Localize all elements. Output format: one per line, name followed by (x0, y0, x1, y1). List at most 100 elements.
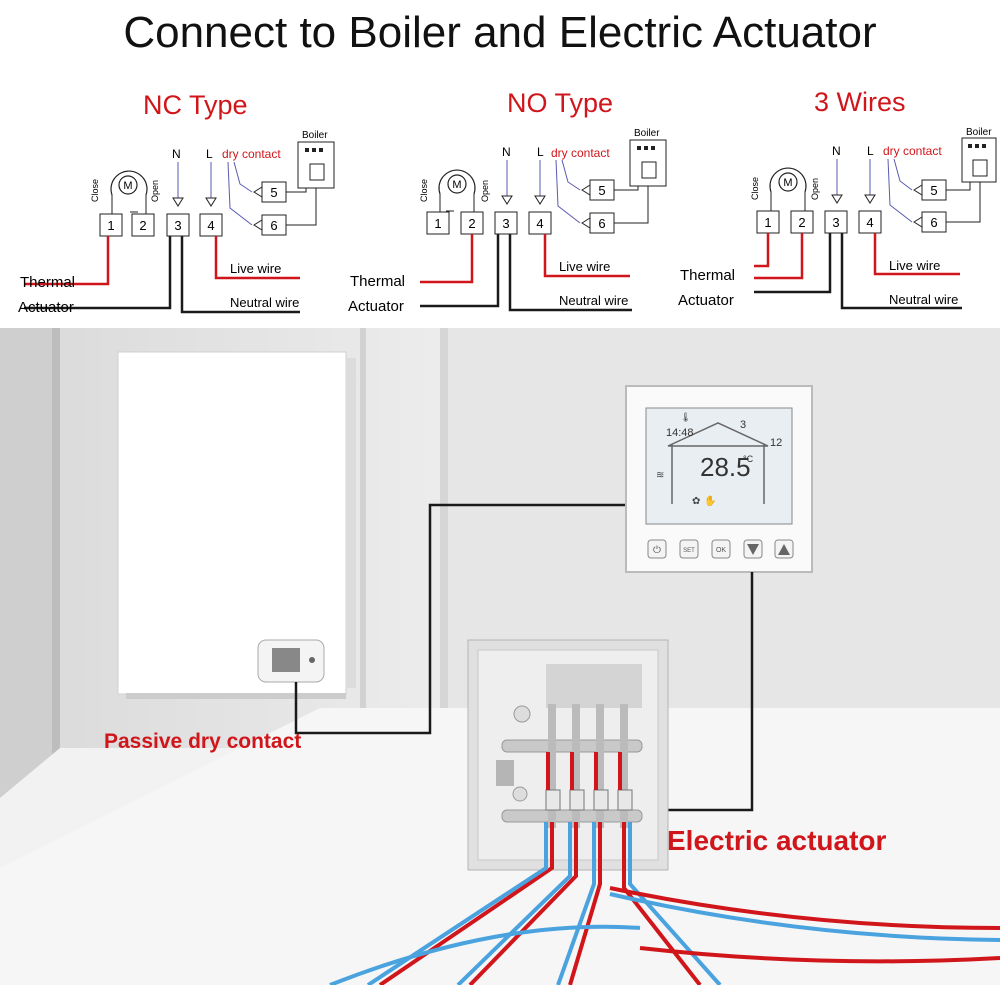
panel-title-3wires: 3 Wires (814, 87, 906, 117)
electric-actuator-callout: Electric actuator (667, 825, 887, 856)
boiler-label: Boiler (634, 128, 660, 139)
terminal-6: 6 (598, 216, 605, 231)
wifi-icon: ≋ (656, 470, 664, 481)
terminal-5: 5 (270, 185, 277, 200)
thermometer-icon: 🌡 (680, 412, 691, 422)
actuator-label: Actuator (18, 299, 74, 316)
nc-wiring-svg: M Close Open 1 2 3 4 N L dry contact B (18, 130, 335, 316)
dry-contact-wire (294, 503, 626, 735)
svg-text:⏻: ⏻ (653, 545, 661, 556)
open-label: Open (810, 178, 820, 200)
motor-symbol: M (110, 170, 148, 215)
panel-title-nc: NC Type (143, 90, 248, 120)
open-label: Open (480, 180, 490, 202)
thermal-label: Thermal (20, 274, 75, 291)
l-label: L (206, 147, 213, 161)
three-wires-svg: M Close Open 1 2 3 4 N L dry contact Boi… (678, 127, 997, 310)
actuator-label: Actuator (348, 298, 404, 315)
terminal-2: 2 (798, 215, 805, 230)
no-type-diagram: NO Type M Close Open 1 2 3 4 N L dry con… (340, 80, 670, 320)
dry-contact-label: dry contact (551, 146, 610, 160)
terminal-2: 2 (468, 216, 475, 231)
live-wire-label: Live wire (889, 258, 940, 273)
n-label: N (502, 145, 511, 159)
thermostat-screen (645, 407, 793, 525)
motor-symbol: M (769, 167, 807, 211)
motor-label: M (123, 180, 132, 192)
l-label: L (537, 145, 544, 159)
terminal-6: 6 (930, 215, 937, 230)
nc-type-diagram: NC Type M Close Open 1 2 3 4 N L (10, 80, 340, 320)
terminal-block: 1 2 3 4 (426, 211, 552, 235)
three-wires-diagram: 3 Wires M Close Open 1 2 3 4 N L dry con… (670, 80, 1000, 320)
boiler-label: Boiler (966, 127, 992, 138)
motor-label: M (452, 179, 461, 191)
no-wiring-svg: M Close Open 1 2 3 4 N L dry contact Boi… (348, 128, 667, 315)
set-button[interactable] (679, 539, 699, 559)
terminal-6: 6 (270, 218, 277, 233)
actuator-head (545, 789, 561, 811)
close-label: Close (419, 179, 429, 202)
ok-button[interactable] (711, 539, 731, 559)
boiler-unit (117, 351, 356, 699)
actuator-head (593, 789, 609, 811)
down-arrow-icon (747, 544, 759, 555)
close-label: Close (90, 179, 100, 202)
n-label: N (172, 147, 181, 161)
power-button[interactable] (647, 539, 667, 559)
terminal-1: 1 (107, 218, 114, 233)
fan-icon: ✿ (692, 496, 700, 507)
floor-heating-pipes (329, 752, 1000, 985)
terminal-3: 3 (502, 216, 509, 231)
terminal-2: 2 (139, 218, 146, 233)
open-label: Open (150, 180, 160, 202)
terminal-4: 4 (207, 218, 214, 233)
terminal-4: 4 (536, 216, 543, 231)
page-title: Connect to Boiler and Electric Actuator (123, 8, 877, 57)
terminal-3: 3 (174, 218, 181, 233)
thermal-label: Thermal (680, 267, 735, 284)
actuator-head (569, 789, 585, 811)
terminal-1: 1 (434, 216, 441, 231)
thermostat-unit: °C (743, 454, 754, 464)
up-arrow-icon (778, 544, 790, 555)
motor-label: M (783, 177, 792, 189)
live-wire-label: Live wire (230, 261, 281, 276)
neutral-wire-label: Neutral wire (230, 295, 299, 310)
installation-scene: 14:48 3 12 28.5 °C ≋ ✿ ✋ 🌡 ⏻ SET OK (0, 328, 1000, 985)
live-wire-label: Live wire (559, 259, 610, 274)
thermostat-time: 14:48 (666, 427, 694, 439)
set-button-label: SET (683, 548, 695, 554)
passive-dry-contact-callout: Passive dry contact (104, 730, 302, 753)
hand-icon: ✋ (704, 494, 716, 507)
boiler-label: Boiler (302, 130, 328, 141)
manifold-pipes (545, 704, 633, 828)
l-label: L (867, 144, 874, 158)
actuator-head (617, 789, 633, 811)
panel-title-no: NO Type (507, 88, 614, 118)
actuator-label: Actuator (678, 292, 734, 309)
terminal-5: 5 (930, 183, 937, 198)
terminal-1: 1 (764, 215, 771, 230)
dry-contact-label: dry contact (883, 144, 942, 158)
dry-contact-label: dry contact (222, 147, 281, 161)
neutral-wire-label: Neutral wire (559, 293, 628, 308)
terminal-block: 1 2 3 4 (99, 213, 223, 237)
motor-symbol: M (438, 169, 476, 213)
thermal-label: Thermal (350, 273, 405, 290)
actuator-wire (640, 572, 754, 812)
thermostat-temperature: 28.5 (700, 452, 751, 482)
terminal-block: 1 2 3 4 (756, 210, 882, 234)
terminal-3: 3 (832, 215, 839, 230)
neutral-wire-label: Neutral wire (889, 292, 958, 307)
thermostat-buttons: ⏻ SET OK (647, 539, 794, 559)
n-label: N (832, 144, 841, 158)
thermostat-set-value: 12 (770, 437, 782, 449)
ok-button-label: OK (716, 547, 726, 554)
terminal-4: 4 (866, 215, 873, 230)
house-icon (667, 422, 769, 447)
left-wall-panel (0, 328, 52, 798)
close-label: Close (750, 177, 760, 200)
terminal-5: 5 (598, 183, 605, 198)
thermostat-mode: 3 (740, 419, 746, 431)
